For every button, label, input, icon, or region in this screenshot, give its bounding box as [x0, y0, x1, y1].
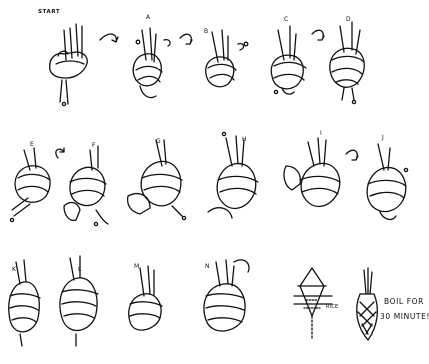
- rotate-arrow-1-icon: [100, 34, 118, 42]
- step-label-l: L: [78, 266, 82, 273]
- step-label-c: C: [284, 16, 288, 23]
- figure-start: [50, 24, 88, 106]
- step-label-f: F: [92, 142, 96, 149]
- step-label-g: G: [156, 138, 161, 145]
- figure-g: [128, 140, 186, 220]
- rice-label: RICE: [326, 304, 338, 310]
- figure-f: [64, 146, 108, 226]
- step-label-h: H: [242, 136, 247, 143]
- step-label-n: N: [205, 263, 210, 270]
- finished-pouch: [357, 268, 378, 340]
- figure-n: [204, 260, 249, 331]
- figure-c: [271, 26, 306, 94]
- figure-h: [208, 132, 258, 218]
- rotate-arrow-4-icon: [56, 148, 64, 158]
- figure-j: [367, 144, 407, 219]
- step-label-i: I: [320, 130, 322, 137]
- boil-note-line2: 30 MINUTE!: [380, 312, 429, 321]
- figure-i: [284, 138, 340, 206]
- boil-note-line1: BOIL FOR: [384, 297, 424, 306]
- step-label-k: K: [12, 266, 16, 273]
- start-label: START: [38, 9, 60, 15]
- step-label-a: A: [146, 14, 150, 21]
- step-label-d: D: [346, 16, 351, 23]
- figure-m: [129, 266, 162, 330]
- figure-d: [330, 22, 364, 104]
- step-label-b: B: [204, 28, 208, 35]
- figure-e: [10, 148, 50, 222]
- step-label-e: E: [30, 141, 34, 148]
- rotate-arrow-5-icon: [346, 150, 358, 160]
- step-label-j: J: [382, 134, 384, 141]
- rotate-arrow-3-icon: [312, 30, 324, 40]
- step-label-m: M: [134, 263, 139, 270]
- rotate-arrow-2-icon: [180, 34, 192, 44]
- figure-a: [133, 28, 170, 98]
- figure-b: [206, 30, 248, 87]
